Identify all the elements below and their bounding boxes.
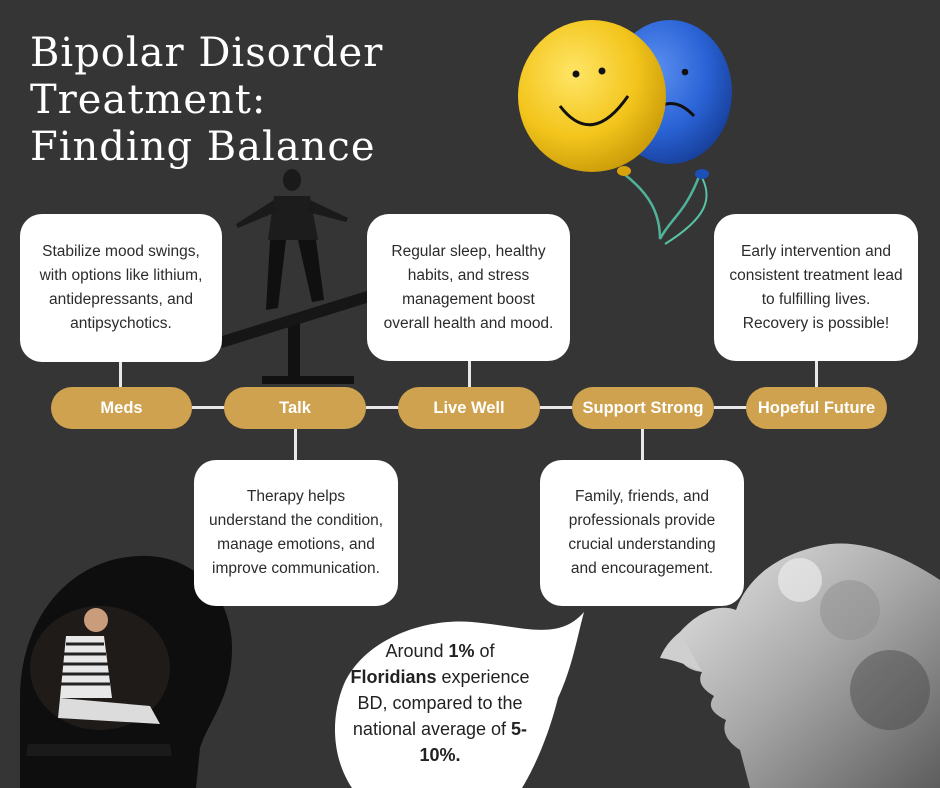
watercolor-head-illustration	[660, 543, 940, 788]
stat-highlight-2: Floridians	[350, 667, 437, 687]
happy-balloon-icon	[518, 20, 666, 172]
page-title: Bipolar Disorder Treatment: Finding Bala…	[30, 30, 490, 171]
box-connector	[294, 428, 297, 462]
box-connector	[468, 360, 471, 388]
stat-text-2: of	[474, 641, 495, 661]
timeline-connector	[366, 406, 400, 409]
meds-description: Stabilize mood swings, with options like…	[20, 214, 222, 362]
step-pill-support-strong: Support Strong	[572, 387, 714, 429]
support-strong-description-text: Family, friends, and professionals provi…	[568, 488, 716, 577]
title-line-1: Bipolar Disorder	[30, 30, 384, 76]
stat-highlight-1: 1%	[448, 641, 475, 661]
box-connector	[119, 360, 122, 388]
box-connector	[815, 360, 818, 388]
hopeful-future-description-text: Early intervention and consistent treatm…	[729, 242, 903, 332]
step-pill-hopeful-future: Hopeful Future	[746, 387, 887, 429]
stat-text-1: Around	[385, 641, 449, 661]
ribbon-icon-2	[664, 173, 708, 245]
title-line-2: Treatment:	[30, 77, 267, 123]
meds-description-text: Stabilize mood swings, with options like…	[39, 243, 203, 332]
talk-description: Therapy helps understand the condition, …	[194, 460, 398, 606]
step-pill-talk: Talk	[224, 387, 366, 429]
ribbon-icon	[623, 173, 702, 240]
timeline-connector	[714, 406, 748, 409]
step-pill-meds: Meds	[51, 387, 192, 429]
balancing-person-illustration	[222, 169, 370, 384]
talk-description-text: Therapy helps understand the condition, …	[208, 488, 384, 577]
support-strong-description: Family, friends, and professionals provi…	[540, 460, 744, 606]
sad-man-illustration	[20, 555, 232, 788]
statistic-callout: Around 1% of Floridians experience BD, c…	[340, 638, 540, 768]
hopeful-future-description: Early intervention and consistent treatm…	[714, 214, 918, 361]
timeline-connector	[192, 406, 226, 409]
box-connector	[641, 428, 644, 462]
timeline-connector	[540, 406, 574, 409]
speech-bubble	[334, 612, 584, 788]
live-well-description-text: Regular sleep, healthy habits, and stres…	[383, 242, 554, 332]
balloons-illustration	[518, 20, 732, 245]
stat-text-3: experience BD, compared to the national …	[352, 667, 530, 739]
title-line-3: Finding Balance	[30, 124, 376, 170]
live-well-description: Regular sleep, healthy habits, and stres…	[367, 214, 570, 361]
stat-highlight-3: 5-10%.	[419, 719, 528, 765]
step-pill-live-well: Live Well	[398, 387, 540, 429]
